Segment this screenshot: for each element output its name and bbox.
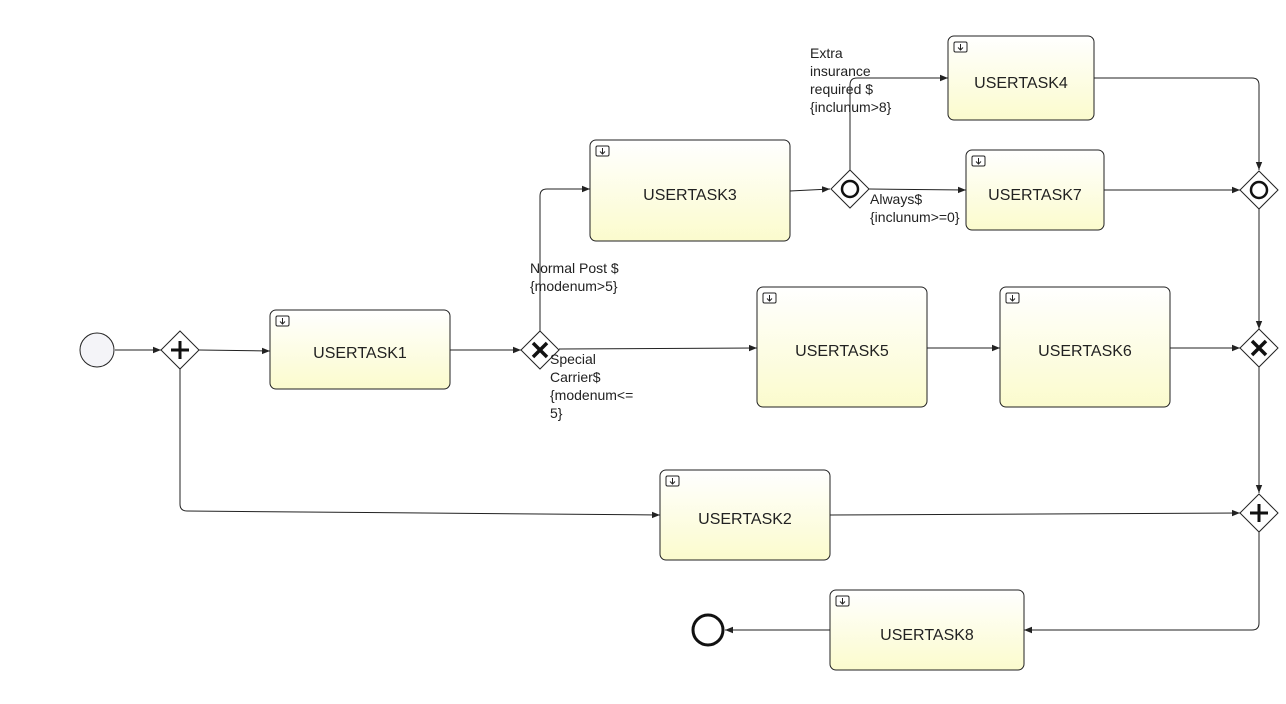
- task-label: USERTASK2: [698, 511, 792, 528]
- parallel-gateway-split[interactable]: [160, 330, 200, 370]
- plus-icon: [1250, 504, 1268, 522]
- flow-inclusive-to-usertask7[interactable]: [868, 186, 967, 194]
- task-label: USERTASK7: [988, 187, 1082, 204]
- end-event[interactable]: [691, 613, 725, 647]
- flow-exclusive-to-usertask5[interactable]: [558, 344, 758, 352]
- inclusive-gateway-split[interactable]: [830, 169, 870, 209]
- exclusive-gateway-join[interactable]: [1239, 328, 1279, 368]
- sequence-flows: [115, 74, 1263, 634]
- user-task-icon: [762, 292, 777, 304]
- flow-parallel-join-to-usertask8[interactable]: [1024, 532, 1260, 634]
- flow-parallel-split-to-usertask1[interactable]: [198, 347, 271, 355]
- task-label: USERTASK1: [313, 345, 407, 362]
- x-icon: [1250, 339, 1268, 357]
- exclusive-gateway-split[interactable]: [520, 330, 560, 370]
- user-task-4[interactable]: USERTASK4: [947, 35, 1095, 121]
- user-task-icon: [275, 315, 290, 327]
- user-task-icon: [835, 595, 850, 607]
- condition-label-normal-post: Normal Post $ {modenum>5}: [530, 260, 623, 294]
- condition-label-extra-insurance: Extra insurance required $ {inclunum>8}: [810, 45, 892, 115]
- user-task-icon: [665, 475, 680, 487]
- flow-exclusive-to-usertask3[interactable]: [539, 185, 590, 331]
- plus-icon: [171, 341, 189, 359]
- circle-icon: [840, 179, 860, 199]
- user-task-8[interactable]: USERTASK8: [829, 589, 1025, 671]
- user-task-2[interactable]: USERTASK2: [659, 469, 831, 561]
- circle-icon: [1249, 180, 1269, 200]
- flow-usertask2-to-parallel-join[interactable]: [829, 509, 1241, 517]
- user-task-1[interactable]: USERTASK1: [269, 309, 451, 390]
- x-icon: [531, 341, 549, 359]
- user-task-7[interactable]: USERTASK7: [965, 149, 1105, 231]
- user-task-3[interactable]: USERTASK3: [589, 139, 791, 242]
- user-task-5[interactable]: USERTASK5: [756, 286, 928, 408]
- user-task-icon: [971, 155, 986, 167]
- user-task-icon: [1005, 292, 1020, 304]
- flow-usertask3-to-inclusive-split[interactable]: [789, 186, 831, 193]
- user-task-icon: [595, 145, 610, 157]
- parallel-gateway-join[interactable]: [1239, 493, 1279, 533]
- task-label: USERTASK8: [880, 627, 974, 644]
- user-task-6[interactable]: USERTASK6: [999, 286, 1171, 408]
- user-task-icon: [953, 41, 968, 53]
- task-label: USERTASK4: [974, 75, 1068, 92]
- inclusive-gateway-join[interactable]: [1239, 170, 1279, 210]
- start-event[interactable]: [79, 332, 115, 368]
- condition-label-always: Always$ {inclunum>=0}: [870, 191, 960, 225]
- task-label: USERTASK5: [795, 343, 889, 360]
- task-label: USERTASK6: [1038, 343, 1132, 360]
- flow-usertask4-to-inclusive-join[interactable]: [1094, 77, 1263, 170]
- condition-label-special-carrier: Special Carrier$ {modenum<= 5}: [550, 351, 637, 421]
- flow-parallel-split-to-usertask2[interactable]: [179, 369, 661, 519]
- task-label: USERTASK3: [643, 187, 737, 204]
- flow-inclusive-to-usertask4[interactable]: [849, 74, 948, 170]
